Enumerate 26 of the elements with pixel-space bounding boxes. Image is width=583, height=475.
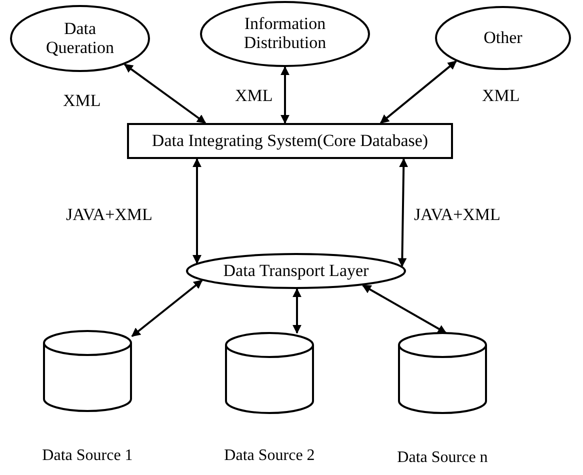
- ellipse-node: [200, 1, 370, 67]
- process-box: [127, 123, 453, 159]
- edge-label: JAVA+XML: [414, 205, 500, 225]
- double-arrow: [131, 280, 203, 337]
- edge-label: XML: [63, 91, 101, 111]
- node-label: Data Transport Layer: [223, 262, 369, 280]
- node-label: Other: [484, 28, 522, 48]
- double-arrow: [192, 158, 202, 264]
- node-label: Data Source 1: [41, 447, 134, 465]
- node-label: Data Queration: [45, 20, 115, 58]
- ellipse-node: [435, 6, 571, 70]
- double-arrow: [380, 60, 457, 124]
- node-label: Data Source n: [396, 449, 489, 467]
- node-label: Data Source 2: [223, 447, 316, 465]
- double-arrow: [292, 288, 302, 334]
- edge-label: XML: [482, 86, 520, 106]
- ellipse-node: [186, 253, 406, 289]
- node-label: Information Distribution: [242, 15, 328, 53]
- double-arrow: [280, 66, 290, 124]
- node-label: Data Integrating System(Core Database): [152, 132, 428, 150]
- edge-label: XML: [235, 86, 273, 106]
- ellipse-node: [10, 5, 150, 72]
- double-arrow: [362, 284, 447, 334]
- double-arrow: [398, 158, 408, 268]
- edge-label: JAVA+XML: [66, 205, 152, 225]
- double-arrow: [124, 64, 206, 124]
